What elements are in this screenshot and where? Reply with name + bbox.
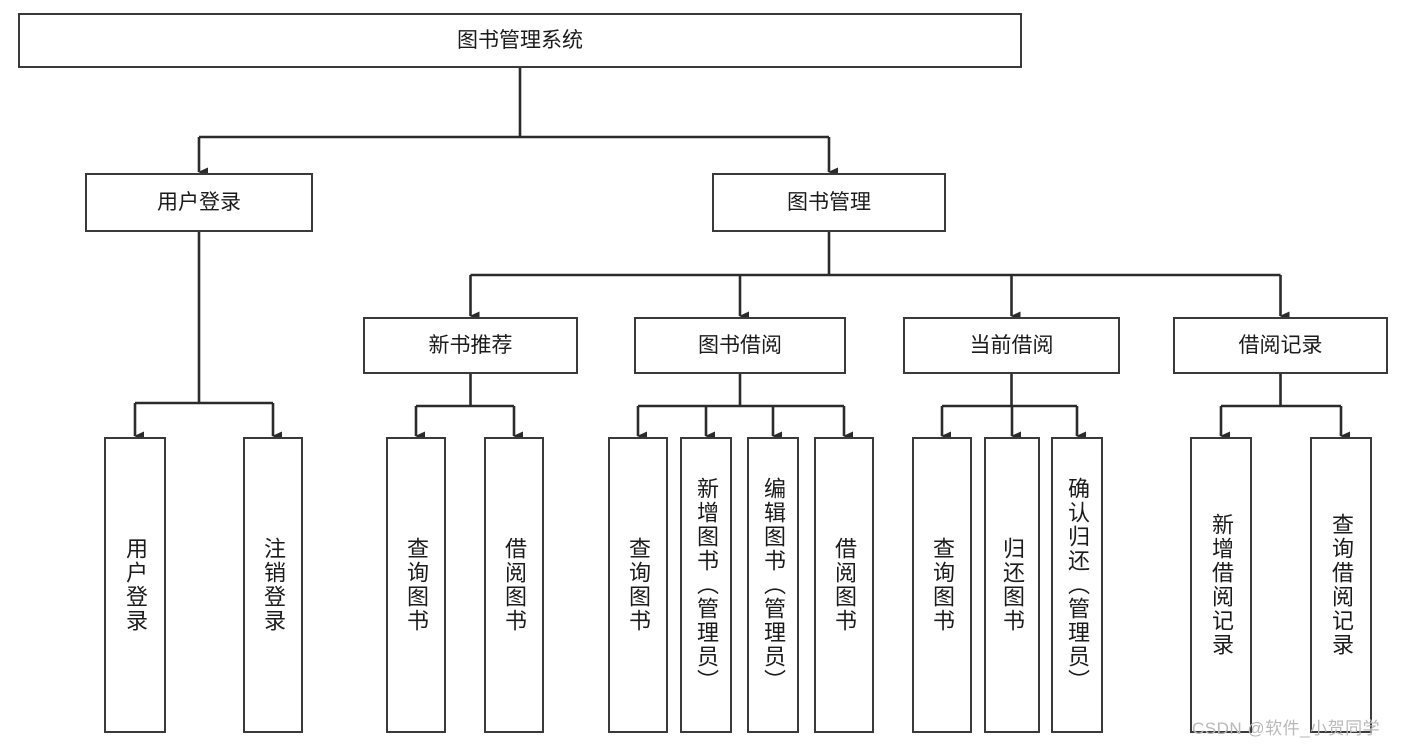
node-leaf-add-book[interactable]: 新增图书（管理员） [680, 437, 732, 733]
node-user-login[interactable]: 用户登录 [85, 173, 313, 232]
node-label: 图书管理 [787, 190, 871, 214]
node-label: 借阅图书 [502, 537, 527, 633]
node-book-borrow[interactable]: 图书借阅 [634, 317, 846, 374]
watermark-text: CSDN @软件_小贺同学 [1192, 719, 1381, 738]
node-label: 查询图书 [930, 537, 955, 633]
node-current-borrow[interactable]: 当前借阅 [903, 317, 1120, 374]
edge-layer [133, 68, 1350, 441]
node-label: 归还图书 [1000, 537, 1025, 633]
node-label: 图书借阅 [698, 333, 782, 357]
node-label: 借阅图书 [832, 537, 857, 633]
node-label: 查询图书 [404, 537, 429, 633]
node-leaf-borrow-book-1[interactable]: 借阅图书 [484, 437, 544, 733]
node-label: 用户登录 [123, 537, 148, 633]
node-label: 新增借阅记录 [1209, 513, 1234, 657]
node-leaf-query-borrow-record[interactable]: 查询借阅记录 [1310, 437, 1372, 733]
node-label: 新增图书（管理员） [694, 477, 719, 693]
node-label: 查询图书 [626, 537, 651, 633]
node-label: 查询借阅记录 [1329, 513, 1354, 657]
node-label: 借阅记录 [1238, 333, 1323, 357]
node-book-manage[interactable]: 图书管理 [712, 173, 946, 232]
node-borrow-record[interactable]: 借阅记录 [1173, 317, 1388, 374]
node-leaf-return-book[interactable]: 归还图书 [984, 437, 1040, 733]
node-label: 确认归还（管理员） [1065, 477, 1090, 693]
node-leaf-user-logout[interactable]: 注销登录 [243, 437, 303, 733]
node-label: 当前借阅 [969, 333, 1054, 357]
node-label: 新书推荐 [428, 333, 513, 357]
node-leaf-user-login[interactable]: 用户登录 [104, 437, 166, 733]
node-leaf-query-book-2[interactable]: 查询图书 [608, 437, 668, 733]
node-root[interactable]: 图书管理系统 [18, 13, 1022, 68]
node-label: 用户登录 [157, 190, 241, 214]
node-label: 注销登录 [261, 537, 286, 633]
node-leaf-query-book-1[interactable]: 查询图书 [386, 437, 446, 733]
node-leaf-add-borrow-record[interactable]: 新增借阅记录 [1190, 437, 1252, 733]
node-leaf-confirm-return[interactable]: 确认归还（管理员） [1051, 437, 1103, 733]
node-leaf-edit-book[interactable]: 编辑图书（管理员） [747, 437, 799, 733]
node-leaf-query-book-3[interactable]: 查询图书 [912, 437, 972, 733]
node-leaf-borrow-book-2[interactable]: 借阅图书 [814, 437, 874, 733]
node-label: 编辑图书（管理员） [761, 477, 786, 693]
node-new-book-recommend[interactable]: 新书推荐 [363, 317, 578, 374]
node-label: 图书管理系统 [457, 28, 583, 52]
